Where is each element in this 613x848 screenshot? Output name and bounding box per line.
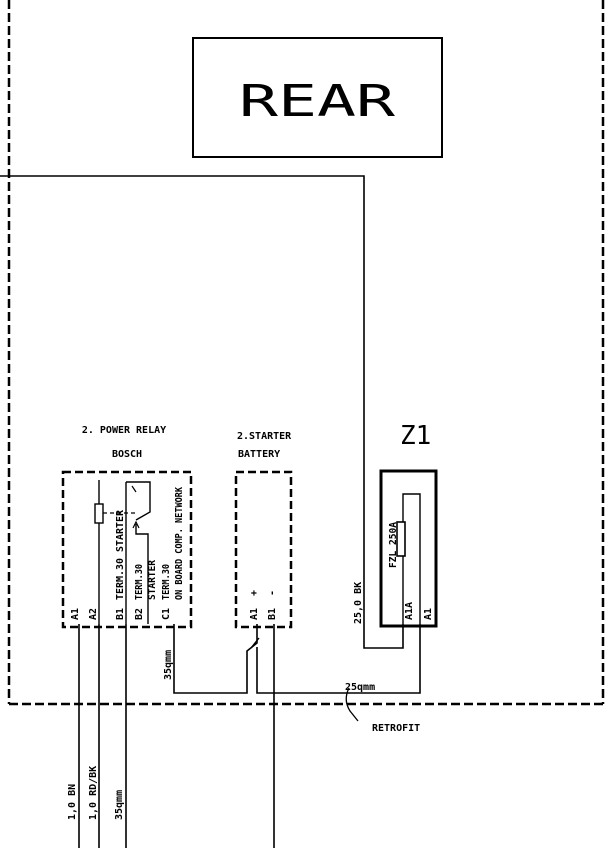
relay-pin-c1-desc-2: ON BOARD COMP. NETWORK: [174, 487, 185, 600]
relay-pin-a2: A2: [88, 608, 99, 620]
wire-label-35qmm-c1: 35qmm: [163, 650, 174, 680]
starter-battery: 2.STARTER BATTERY A1 + B1 -: [234, 431, 293, 629]
wire-label-rdbk: 1,0 RD/BK: [88, 766, 99, 820]
battery-pin-b1: B1: [267, 608, 278, 620]
wire-label-bn: 1,0 BN: [67, 784, 78, 820]
power-relay-title: 2. POWER RELAY: [82, 425, 166, 436]
fuse-pin-a1: A1: [423, 608, 434, 620]
fuse-housing: [379, 469, 438, 628]
fuse-pin-a1a: A1A: [404, 602, 415, 620]
fuse-element: [396, 521, 406, 557]
wire-35qmm-c1: [173, 624, 258, 694]
wire-label-35qmm-b1: 35qmm: [114, 790, 125, 820]
rear-box: REAR: [192, 37, 443, 158]
battery-title: 2.STARTER: [237, 431, 292, 442]
wire-label-25qmm: 25qmm: [345, 682, 375, 693]
wire-label-25-bk: 25,0 BK: [353, 582, 364, 624]
wire-25qmm: [256, 624, 421, 694]
relay-coil: [94, 503, 104, 524]
relay-pin-c1: C1: [161, 608, 172, 620]
outer-boundary: [7, 0, 605, 706]
relay-pin-b2: B2: [134, 608, 145, 620]
battery-pin-a1: A1: [249, 608, 260, 620]
battery-minus: -: [267, 590, 278, 596]
power-relay-brand: BOSCH: [112, 449, 142, 460]
battery-title-2: BATTERY: [238, 449, 280, 460]
fuse-z1: Z1 FZL 250A A1A A1: [379, 421, 438, 628]
relay-pin-b1: B1: [115, 608, 126, 620]
relay-pin-c1-desc-1: TERM.30: [161, 564, 172, 600]
fuse-rating: FZL 250A: [388, 522, 399, 568]
battery-housing: [234, 470, 293, 629]
battery-plus: +: [249, 590, 260, 596]
retrofit-label: RETROFIT: [372, 723, 420, 734]
power-relay-housing: [61, 470, 193, 629]
rear-label: REAR: [239, 76, 396, 127]
relay-pin-b2-desc-1: TERM.30: [134, 564, 145, 600]
relay-pin-b2-desc-2: STARTER: [147, 559, 158, 600]
relay-pin-a1: A1: [70, 608, 81, 620]
power-relay: 2. POWER RELAY BOSCH A1 A2 B1 TERM.30 ST…: [61, 425, 193, 629]
fuse-title: Z1: [400, 421, 431, 451]
relay-pin-b1-desc: TERM.30 STARTER: [115, 509, 126, 600]
wire-25-bk: [0, 175, 404, 649]
